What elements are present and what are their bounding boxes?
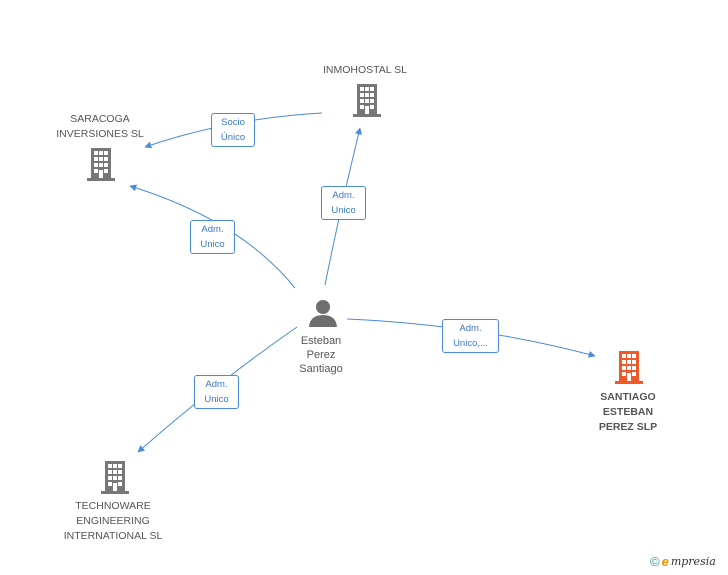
node-label-inmohostal[interactable]: INMOHOSTAL SL (322, 64, 407, 76)
edge-label-adm-unico-inmohostal: Adm. Unico (321, 186, 366, 220)
edge-label-socio-unico: Socio Único (211, 113, 255, 147)
edge-label-adm-unico-saracoga: Adm. Unico (190, 220, 235, 254)
node-label-technoware[interactable]: TECHNOWARE ENGINEERING INTERNATIONAL SL (63, 500, 163, 542)
edge-label-adm-unico-technoware: Adm. Unico (194, 375, 239, 409)
building-icon[interactable] (353, 84, 381, 117)
person-icon[interactable] (309, 300, 337, 327)
edge-label-adm-unico-santiago: Adm. Unico,... (442, 319, 499, 353)
node-label-santiago[interactable]: SANTIAGO ESTEBAN PEREZ SLP (598, 391, 658, 433)
brand-initial: e (661, 554, 669, 569)
building-icon[interactable] (87, 148, 115, 181)
copyright-icon: © (650, 554, 660, 569)
node-label-saracoga[interactable]: SARACOGA INVERSIONES SL (56, 113, 144, 140)
building-icon[interactable] (101, 461, 129, 494)
building-icon[interactable] (615, 351, 643, 384)
node-label-person[interactable]: Esteban Perez Santiago (299, 335, 343, 375)
brand-name: mpresia (670, 555, 716, 568)
